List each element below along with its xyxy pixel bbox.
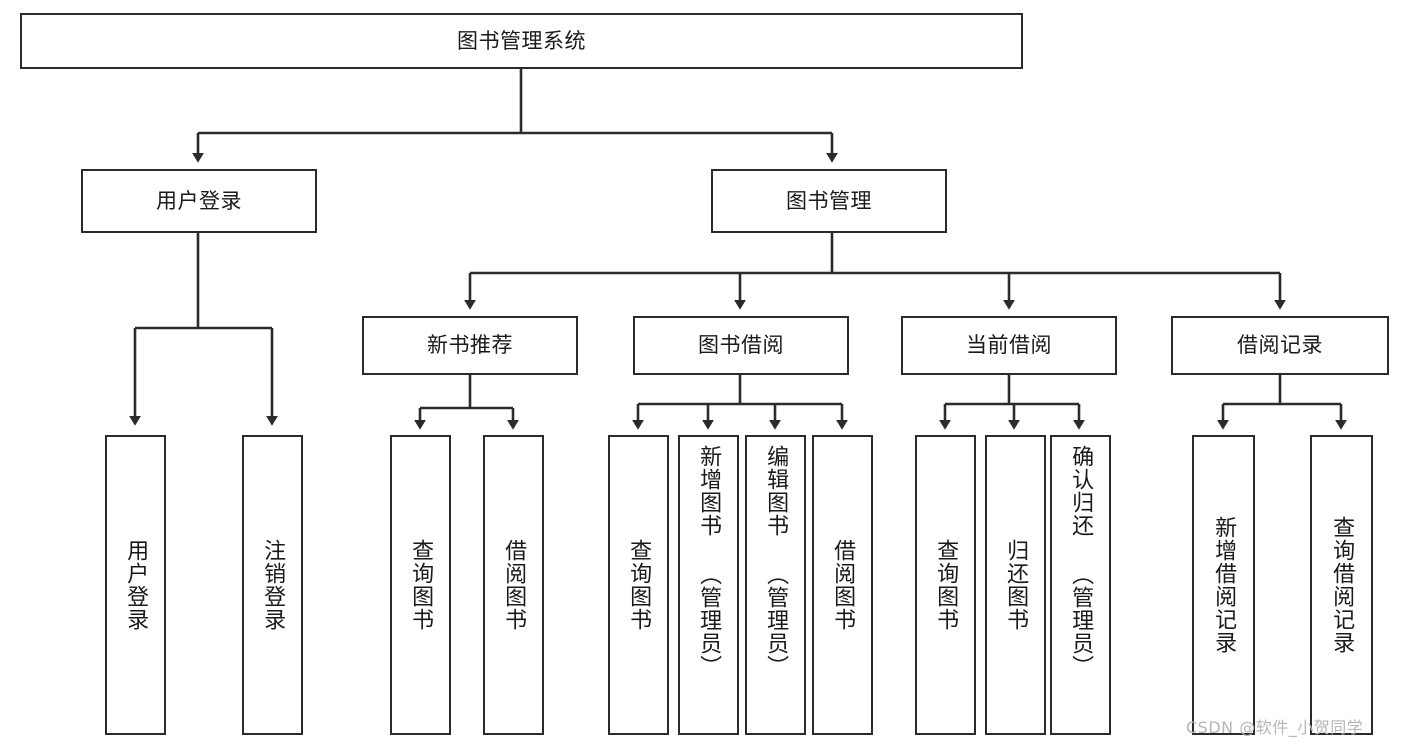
- leaf-return-book[interactable]: 归还图书: [985, 435, 1046, 735]
- node-label: 新增图书 （管理员）: [696, 445, 722, 678]
- leaf-borrow-book[interactable]: 借阅图书: [812, 435, 873, 735]
- node-label: 借阅图书: [501, 539, 527, 631]
- leaf-edit-book-admin[interactable]: 编辑图书 （管理员）: [745, 435, 806, 735]
- node-label: 查询图书: [626, 539, 652, 631]
- node-label: 借阅图书: [830, 539, 856, 631]
- node-label: 确认归还 （管理员）: [1068, 445, 1094, 678]
- node-new-book-recommend[interactable]: 新书推荐: [362, 316, 578, 375]
- node-label: 查询图书: [933, 539, 959, 631]
- node-label: 用户登录: [123, 539, 149, 631]
- leaf-query-book-current[interactable]: 查询图书: [915, 435, 976, 735]
- leaf-query-book-recommend[interactable]: 查询图书: [390, 435, 451, 735]
- node-label: 编辑图书 （管理员）: [763, 445, 789, 678]
- leaf-confirm-return-admin[interactable]: 确认归还 （管理员）: [1050, 435, 1111, 735]
- node-label: 查询借阅记录: [1329, 516, 1355, 654]
- node-label: 新增借阅记录: [1211, 516, 1237, 654]
- node-label: 图书借阅: [698, 333, 784, 358]
- node-label: 图书管理系统: [457, 28, 586, 53]
- leaf-query-book-borrow[interactable]: 查询图书: [608, 435, 669, 735]
- csdn-watermark: CSDN @软件_小贺同学: [1186, 718, 1364, 737]
- node-book-borrow[interactable]: 图书借阅: [633, 316, 849, 375]
- node-label: 用户登录: [156, 188, 242, 213]
- node-label: 图书管理: [786, 188, 872, 213]
- node-label: 借阅记录: [1237, 333, 1323, 358]
- leaf-add-borrow-record[interactable]: 新增借阅记录: [1192, 435, 1255, 735]
- leaf-add-book-admin[interactable]: 新增图书 （管理员）: [678, 435, 739, 735]
- leaf-borrow-book-recommend[interactable]: 借阅图书: [483, 435, 544, 735]
- node-label: 查询图书: [408, 539, 434, 631]
- leaf-user-login[interactable]: 用户登录: [105, 435, 166, 735]
- node-label: 当前借阅: [966, 333, 1052, 358]
- node-label: 归还图书: [1003, 539, 1029, 631]
- node-root-system[interactable]: 图书管理系统: [20, 13, 1023, 69]
- node-user-login[interactable]: 用户登录: [81, 169, 317, 233]
- node-label: 新书推荐: [427, 333, 513, 358]
- node-current-borrow[interactable]: 当前借阅: [901, 316, 1117, 375]
- leaf-query-borrow-record[interactable]: 查询借阅记录: [1310, 435, 1373, 735]
- node-book-management[interactable]: 图书管理: [711, 169, 947, 233]
- node-borrow-record[interactable]: 借阅记录: [1171, 316, 1389, 375]
- leaf-logout[interactable]: 注销登录: [242, 435, 303, 735]
- node-label: 注销登录: [260, 539, 286, 631]
